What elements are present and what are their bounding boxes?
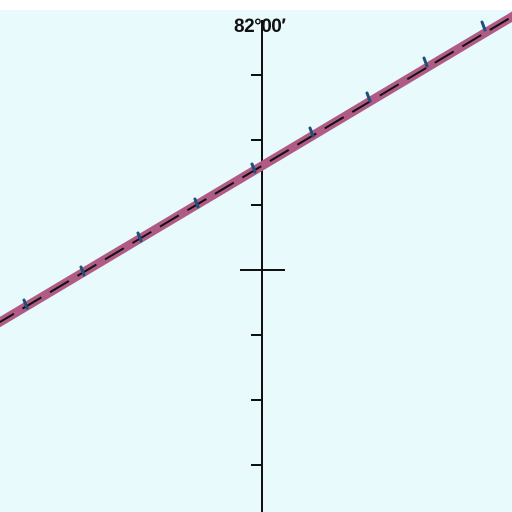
top-band: [0, 0, 512, 10]
meridian-label: 82°00′: [234, 16, 286, 37]
route-line[interactable]: [0, 11, 512, 328]
route-ticks: [22, 20, 487, 310]
meridian-line: [240, 20, 285, 512]
